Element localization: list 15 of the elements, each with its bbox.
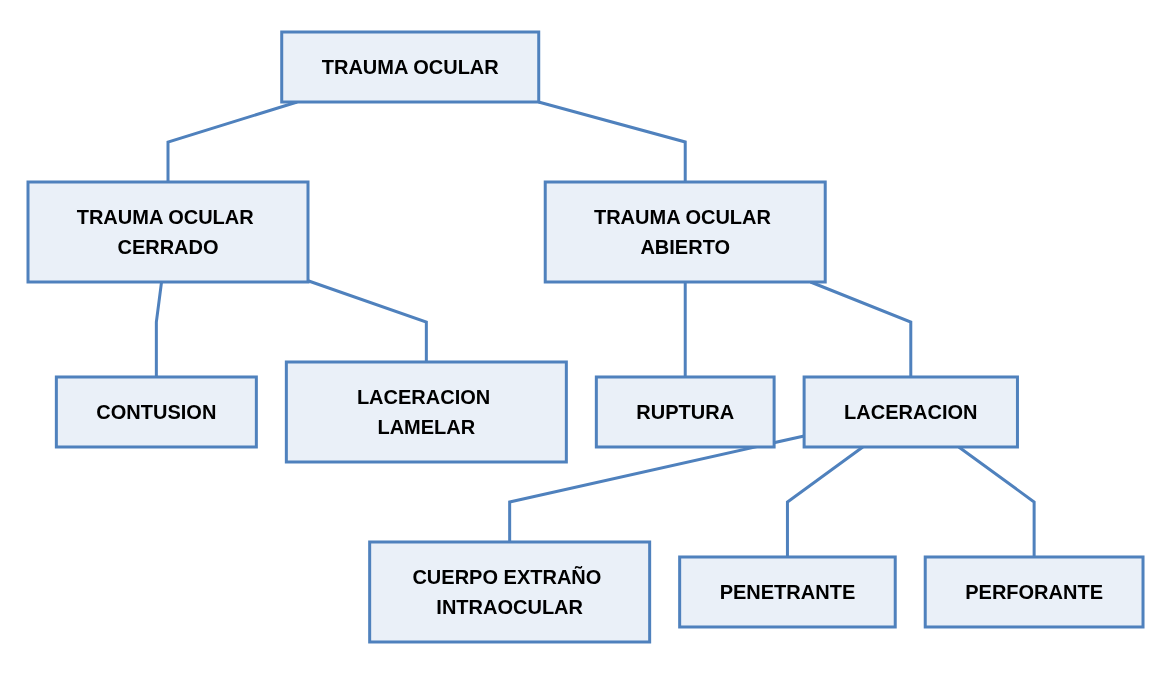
connector <box>155 281 164 377</box>
node-box: PERFORANTE <box>924 555 1145 629</box>
node-box: LACERACION <box>803 375 1020 449</box>
connector <box>308 279 429 362</box>
connector <box>538 100 688 182</box>
node-box: CUERPO EXTRAÑO INTRAOCULAR <box>368 540 652 644</box>
node-box: TRAUMA OCULAR CERRADO <box>27 180 310 284</box>
node-box: LACERACION LAMELAR <box>285 360 569 464</box>
node-box: CONTUSION <box>55 375 259 449</box>
node-box: TRAUMA OCULAR ABIERTO <box>544 180 828 284</box>
connector <box>508 434 805 542</box>
node-box: RUPTURA <box>595 375 777 449</box>
node-box: TRAUMA OCULAR <box>280 30 541 104</box>
node-box: PENETRANTE <box>678 555 898 629</box>
connector <box>684 282 688 377</box>
